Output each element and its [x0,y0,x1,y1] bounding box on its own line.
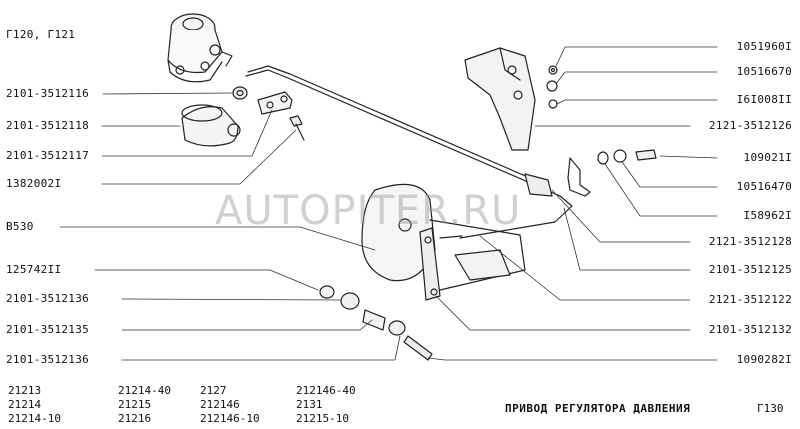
label-left-4: 1382002I [6,177,62,190]
label-left-5: В530 [6,220,34,233]
nut-icon [546,65,558,109]
rubber-bushing-icon [319,285,433,361]
label-right-9: 2101-3512125 [708,263,792,276]
lever-icon [419,227,463,301]
boot-icon [181,104,241,147]
bolt-nut-icon [597,149,657,165]
label-right-2: 10516670 [736,65,792,78]
model-code: 21213 [8,384,42,397]
model-code: 21216 [118,412,152,425]
bolt-icon [289,115,305,141]
label-right-8: 2121-3512128 [708,235,792,248]
label-right-10: 2121-3512122 [708,293,792,306]
model-code: 2127 [200,384,227,397]
diagram-title: ПРИВОД РЕГУЛЯТОРА ДАВЛЕНИЯ [505,402,691,415]
label-right-5: 109021I [743,151,792,164]
label-right-6: 10516470 [736,180,792,193]
model-column-1: 21213 21214 21214-10 [8,384,61,426]
model-code: 212146-40 [296,384,356,397]
bushing-icon [232,86,248,100]
model-column-4: 212146-40 2131 21215-10 [296,384,356,426]
label-left-3: 2101-3512117 [6,149,90,162]
model-code: 21214-40 [118,384,171,397]
model-code: 21214 [8,398,42,411]
label-right-7: I58962I [743,209,792,222]
pressure-regulator-icon [167,13,233,83]
label-right-3: I6I008II [736,93,792,106]
label-left-7: 2101-3512136 [6,292,90,305]
model-code: 212146-10 [200,412,260,425]
label-right-12: 1090282I [736,353,792,366]
model-code: 2131 [296,398,323,411]
model-column-3: 2127 212146 212146-10 [200,384,260,426]
label-left-1: 2101-3512116 [6,87,90,100]
model-code: 21215-10 [296,412,349,425]
label-left-8: 2101-3512135 [6,323,90,336]
axle-housing-icon [361,183,526,291]
model-code: 21215 [118,398,152,411]
model-code: 21214-10 [8,412,61,425]
model-column-2: 21214-40 21215 21216 [118,384,171,426]
page-number: Г130 [757,402,784,415]
model-code: 212146 [200,398,240,411]
label-left-2: 2101-3512118 [6,119,90,132]
label-regulator: Г120, Г121 [6,28,76,41]
watermark: AUTOPITER.RU [215,188,522,234]
lever-bracket-icon [257,91,293,115]
mount-bracket-icon [464,47,536,151]
label-left-9: 2101-3512136 [6,353,90,366]
label-left-6: 125742II [6,263,62,276]
label-right-4: 2121-3512126 [708,119,792,132]
label-right-1: 1051960I [736,40,792,53]
rod-clamp-icon [524,157,591,197]
label-right-11: 2101-3512132 [708,323,792,336]
